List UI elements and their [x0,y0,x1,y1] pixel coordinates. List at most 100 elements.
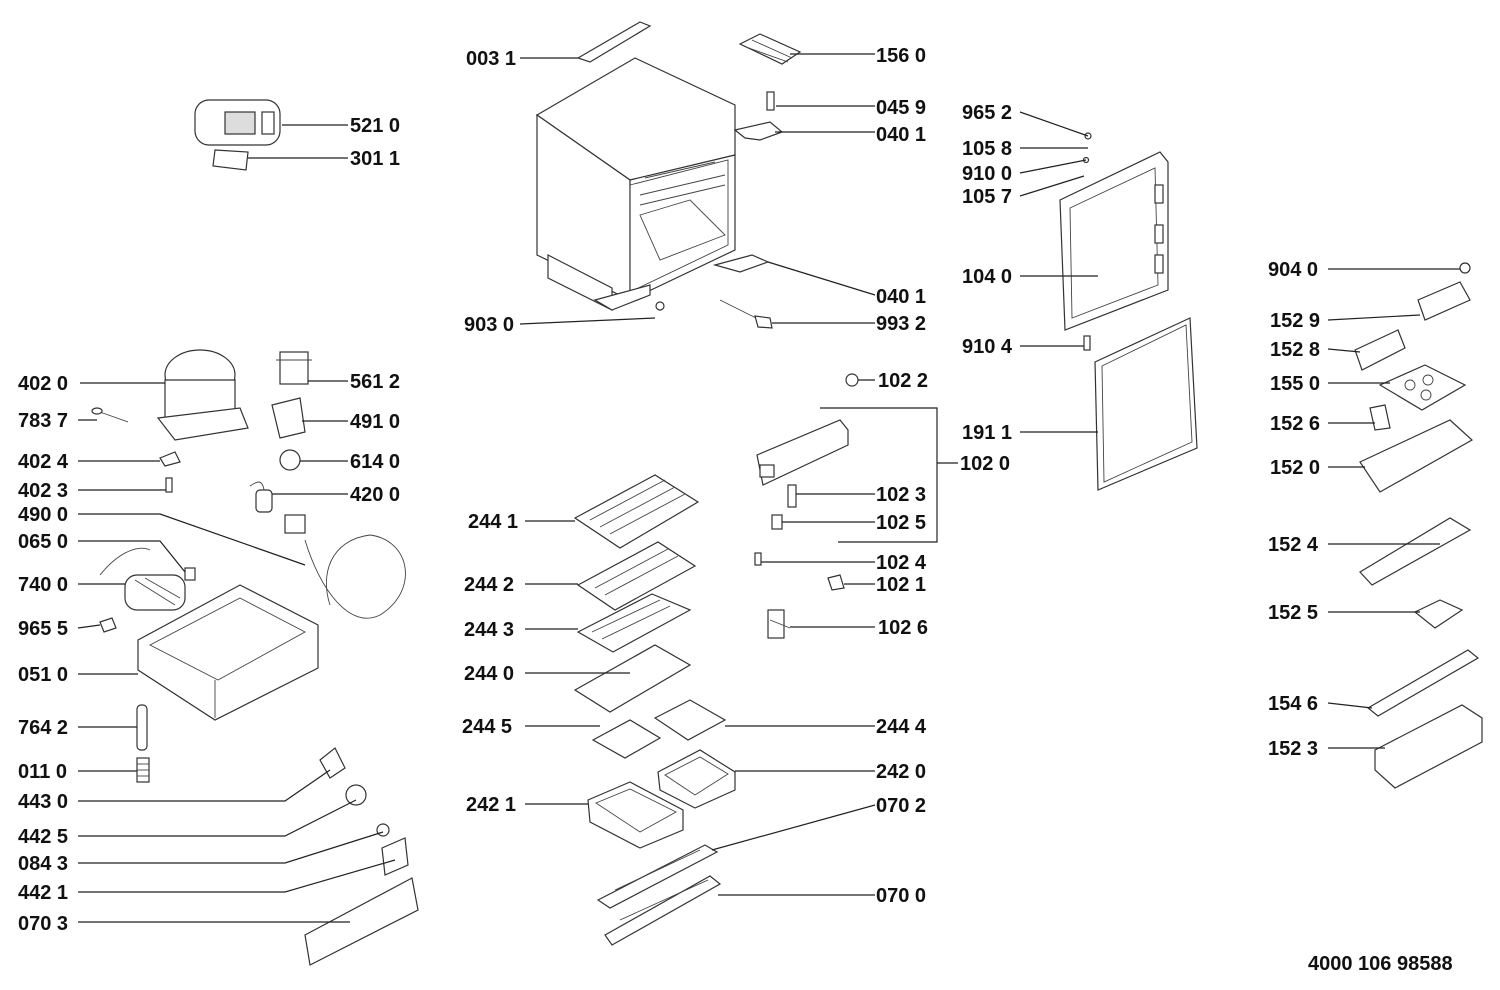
shelf-152-0 [1359,419,1474,493]
part-442-1 [381,837,409,876]
label-152-9: 152 9 [1270,310,1320,332]
label-402-4: 402 4 [18,451,69,473]
label-910-4: 910 4 [962,336,1013,358]
label-491-0: 491 0 [350,411,400,433]
label-152-6: 152 6 [1270,413,1320,435]
label-152-5: 152 5 [1268,602,1318,624]
label-105-8: 105 8 [962,138,1012,160]
label-152-3: 152 3 [1268,738,1318,760]
rail-154-6 [1366,649,1480,717]
label-152-0: 152 0 [1270,457,1320,479]
knob-part [845,373,859,387]
kickplate-070-2 [596,844,719,909]
label-003-1: 003 1 [466,48,516,70]
door-pivot-bushing [1083,335,1091,351]
shelf-244-1 [573,474,700,549]
label-910-0: 910 0 [962,163,1012,185]
label-764-2: 764 2 [18,717,68,739]
cover-152-9 [1417,281,1471,321]
foot-part [655,301,665,311]
upper-hinge-part [733,121,784,141]
label-104-0: 104 0 [962,266,1012,288]
label-402-0: 402 0 [18,373,68,395]
label-102-1: 102 1 [876,574,926,596]
cover-491-0 [271,397,306,439]
pin-part [766,91,775,111]
label-244-4: 244 4 [876,716,927,738]
label-740-0: 740 0 [18,574,68,596]
drawer-cover-244-5 [591,719,662,759]
leader-lines [77,53,1460,923]
label-242-0: 242 0 [876,761,926,783]
label-191-1: 191 1 [962,422,1012,444]
label-045-9: 045 9 [876,97,926,119]
heater-065-0 [99,547,196,581]
label-102-2: 102 2 [878,370,928,392]
evaporator-door-part [756,419,849,486]
leg-764-2 [136,704,148,751]
shelf-244-2 [576,541,697,611]
label-102-5: 102 5 [876,512,926,534]
part-904-0 [1459,262,1471,274]
part-084-3 [376,823,390,837]
lamp-cover-part [212,149,249,171]
part-labels: 003 1 156 0 045 9 040 1 521 0 301 1 040 … [18,45,1453,975]
capillary-part [91,407,129,423]
relay-561-2 [276,351,312,385]
label-152-4: 152 4 [1268,534,1319,556]
label-154-6: 154 6 [1268,693,1318,715]
compressor-part [156,349,249,441]
screw-965-5 [99,617,117,633]
label-244-0: 244 0 [464,663,514,685]
label-102-6: 102 6 [878,617,928,639]
shelf-244-3 [576,593,692,653]
label-084-3: 084 3 [18,853,68,875]
label-102-3: 102 3 [876,484,926,506]
label-614-0: 614 0 [350,451,400,473]
egg-tray-155-0 [1378,364,1467,411]
part-614-0 [279,449,301,471]
drawer-cover-244-4 [653,699,727,741]
part-442-5 [345,784,367,806]
lower-hinge-part [712,254,770,273]
label-065-0: 065 0 [18,531,68,553]
label-244-3: 244 3 [464,619,514,641]
kickplate-070-3 [304,877,419,966]
label-040-1-lower: 040 1 [876,286,926,308]
thermostat-housing-part [194,99,281,146]
part-152-5 [1413,599,1464,629]
label-244-1: 244 1 [468,511,518,533]
capacitor-420-0 [249,481,273,513]
bracket-402-3 [165,477,173,493]
door-gasket-part [1094,317,1198,491]
bar-152-4 [1359,517,1472,586]
label-040-1-upper: 040 1 [876,124,926,146]
bracket-152-6 [1369,404,1391,431]
label-993-2: 993 2 [876,313,926,335]
label-301-1: 301 1 [350,148,400,170]
label-443-0: 443 0 [18,791,68,813]
label-105-7: 105 7 [962,186,1012,208]
label-011-0: 011 0 [18,761,67,783]
door-drawing [1059,151,1169,331]
label-965-5: 965 5 [18,618,68,640]
label-521-0: 521 0 [350,115,400,137]
label-051-0: 051 0 [18,664,68,686]
document-reference-number: 4000 106 98588 [1308,953,1453,975]
top-strip-part [576,21,652,63]
latch-plate-part [771,514,783,530]
clip-part [754,552,762,566]
glass-shelf-244-0 [573,644,692,713]
label-070-2: 070 2 [876,795,926,817]
label-904-0: 904 0 [1268,259,1318,281]
label-561-2: 561 2 [350,371,400,393]
label-155-0: 155 0 [1270,373,1320,395]
label-102-0: 102 0 [960,453,1010,475]
label-156-0: 156 0 [876,45,926,67]
latch-part [787,484,797,508]
label-070-3: 070 3 [18,913,68,935]
label-402-3: 402 3 [18,480,68,502]
crisper-242-0 [657,749,736,809]
